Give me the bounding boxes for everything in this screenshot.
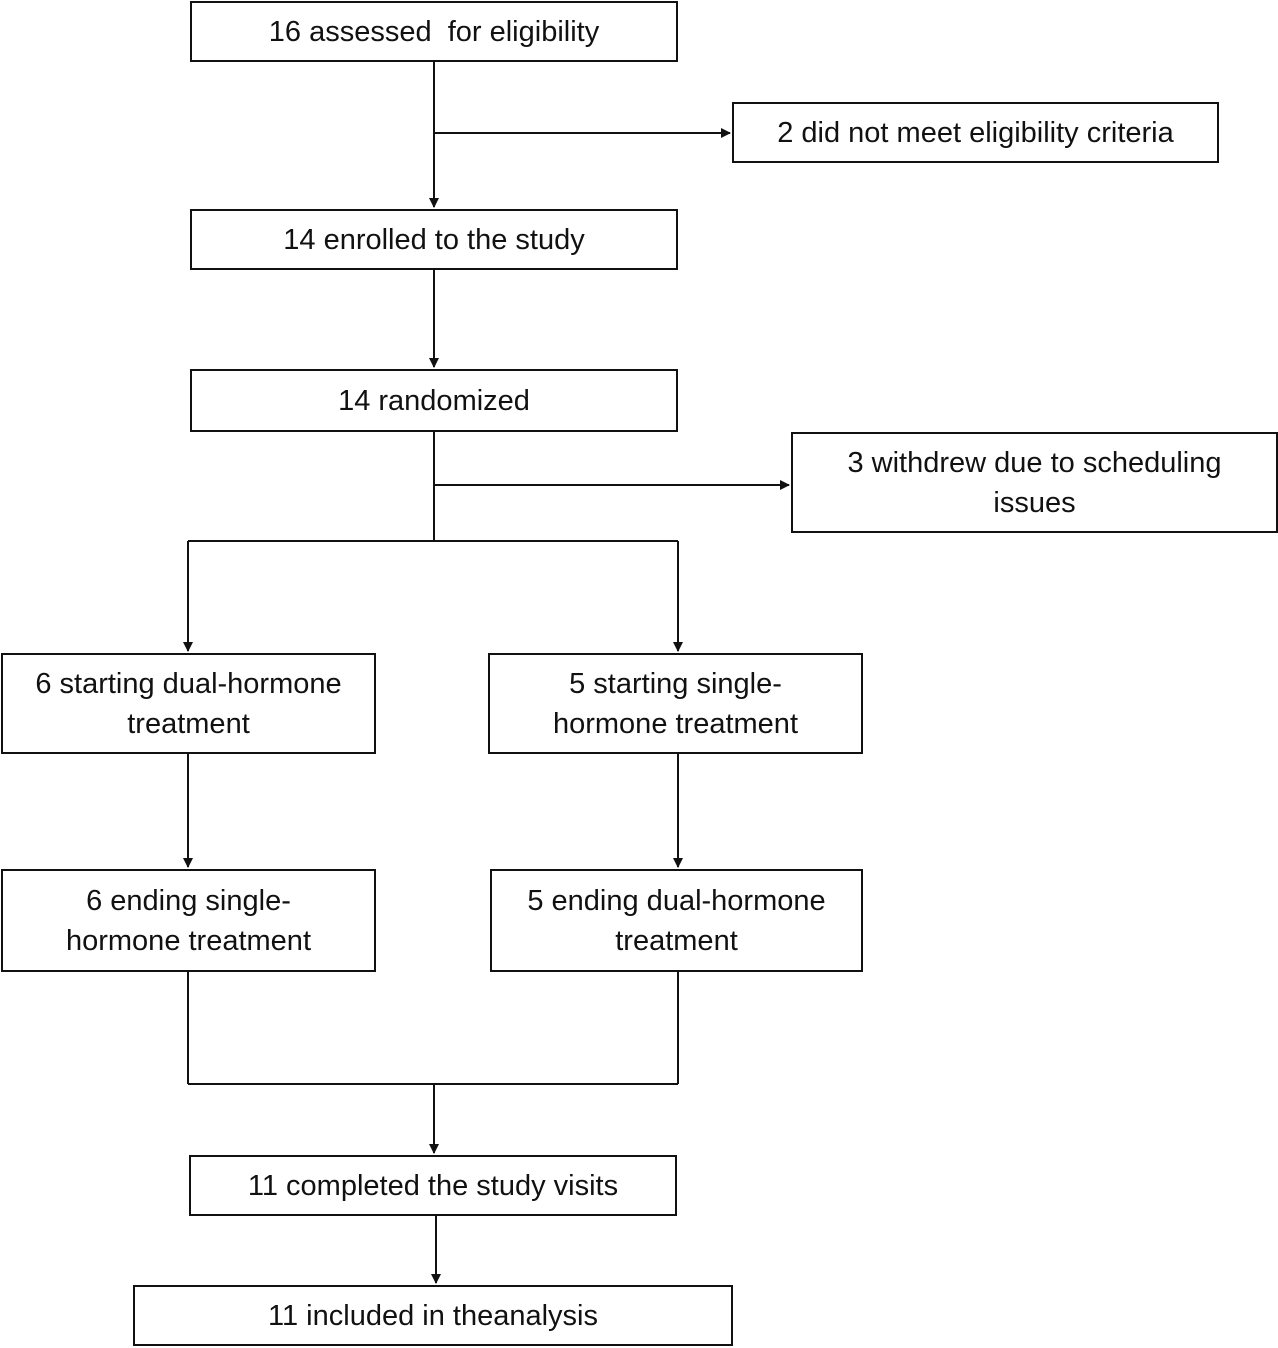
starting-dual-hormone-label: 6 starting dual-hormone treatment <box>35 667 342 740</box>
completed-label: 11 completed the study visits <box>247 1169 619 1202</box>
ending-dual-hormone-label: 5 ending dual-hormone treatment <box>527 884 826 957</box>
starting-dual-hormone-box: 6 starting dual-hormone treatment <box>1 653 376 754</box>
completed-box: 11 completed the study visits <box>189 1155 677 1216</box>
starting-single-hormone-label: 5 starting single-hormone treatment <box>552 667 798 740</box>
included-box: 11 included in theanalysis <box>133 1285 733 1346</box>
ending-dual-hormone-box: 5 ending dual-hormone treatment <box>490 869 863 972</box>
withdrew-box: 3 withdrew due to scheduling issues <box>791 432 1278 533</box>
not-eligible-box: 2 did not meet eligibility criteria <box>732 102 1219 163</box>
ending-single-hormone-label: 6 ending single-hormone treatment <box>65 884 311 957</box>
included-label: 11 included in theanalysis <box>268 1299 598 1332</box>
ending-single-hormone-box: 6 ending single-hormone treatment <box>1 869 376 972</box>
withdrew-label: 3 withdrew due to scheduling issues <box>847 446 1222 519</box>
not-eligible-label: 2 did not meet eligibility criteria <box>777 116 1174 149</box>
starting-single-hormone-box: 5 starting single-hormone treatment <box>488 653 863 754</box>
enrolled-label: 14 enrolled to the study <box>283 223 585 256</box>
assessed-box: 16 assessed for eligibility <box>190 1 678 62</box>
assessed-label: 16 assessed for eligibility <box>268 15 600 48</box>
enrolled-box: 14 enrolled to the study <box>190 209 678 270</box>
randomized-label: 14 randomized <box>338 384 530 417</box>
randomized-box: 14 randomized <box>190 369 678 432</box>
